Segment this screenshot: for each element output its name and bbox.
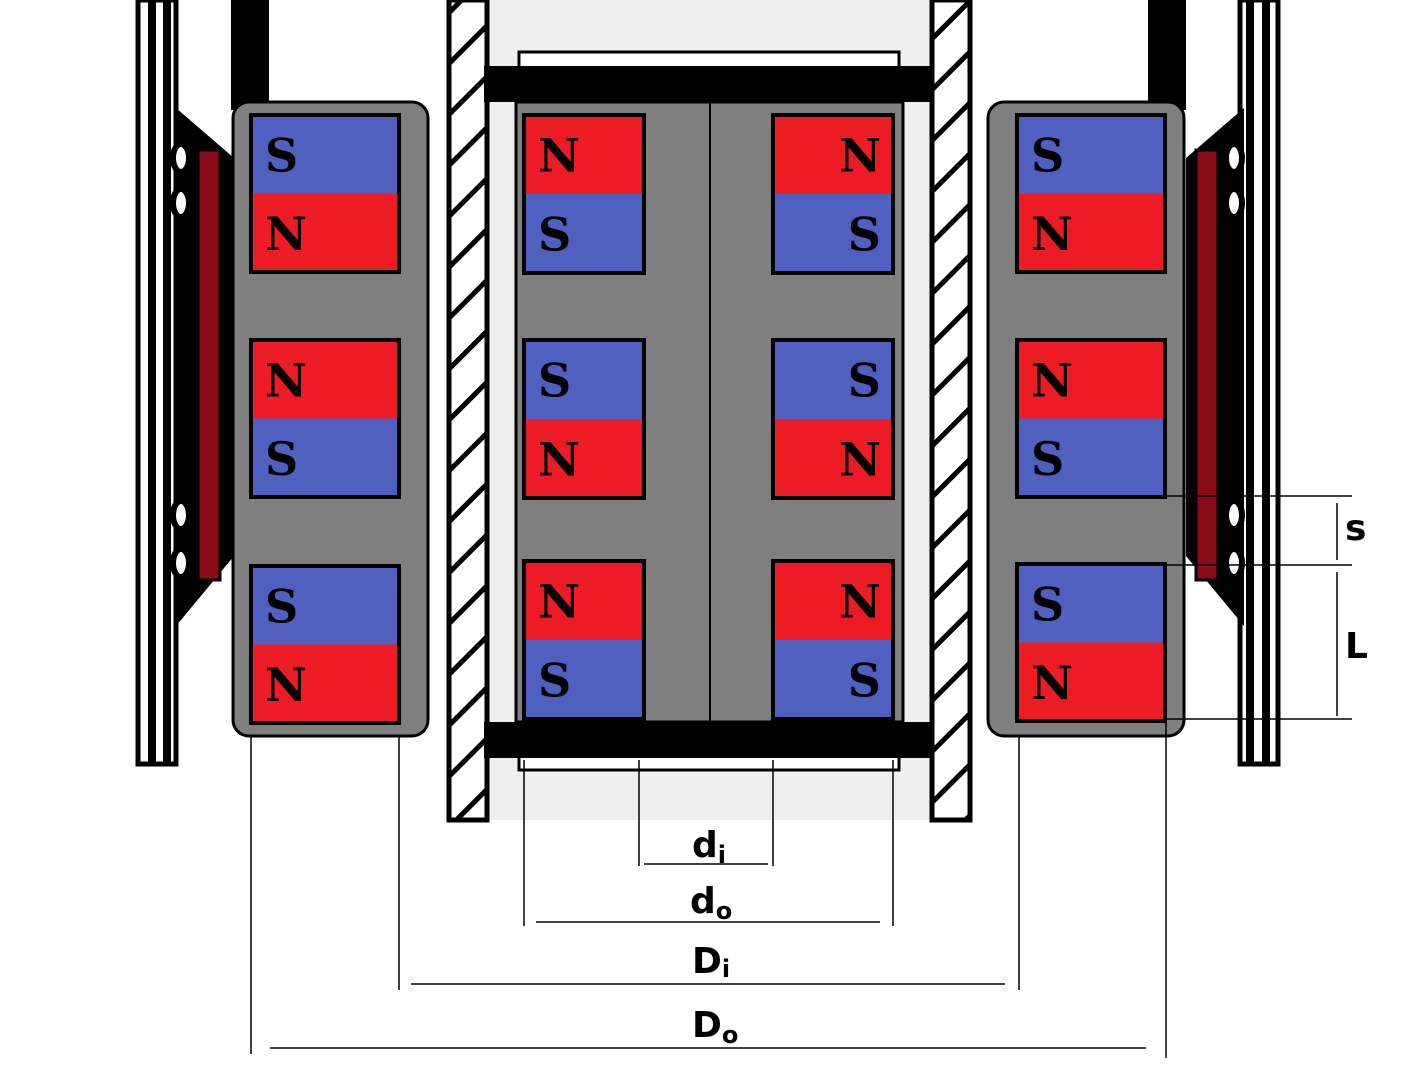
left-outer-magnet-1-north bbox=[251, 193, 399, 272]
inner-left-magnet-2-frame bbox=[522, 338, 646, 500]
inner-left-magnet-2-south bbox=[524, 340, 644, 419]
right-outer-magnet-3-north bbox=[1017, 642, 1165, 721]
left-hatched-wall bbox=[446, 0, 490, 823]
inner-left-magnet-1-north bbox=[524, 115, 644, 194]
right-coil bbox=[1194, 148, 1220, 582]
right-hatched-wall bbox=[929, 0, 973, 823]
left-outer-magnet-2-frame bbox=[249, 338, 401, 499]
pole-label: N bbox=[538, 129, 580, 183]
inner-right-magnet-3-frame bbox=[771, 559, 895, 721]
pole-label: N bbox=[839, 129, 881, 183]
right-outer-magnet-3-frame bbox=[1015, 562, 1167, 723]
inner-right-magnet-2-south bbox=[773, 340, 893, 419]
pole-label: S bbox=[1031, 432, 1064, 486]
dim-label-length: L bbox=[1345, 626, 1368, 667]
left-outer-magnet-3-frame bbox=[249, 564, 401, 725]
right-outer-magnet-2-south bbox=[1017, 418, 1165, 497]
left-outer-magnet-3-south bbox=[251, 566, 399, 645]
inner-right-magnet-1-frame bbox=[771, 113, 895, 275]
pole-label: S bbox=[538, 654, 571, 708]
inner-right-magnet-1-north bbox=[773, 115, 893, 194]
top-end-plate bbox=[484, 66, 934, 102]
pole-label: N bbox=[1031, 207, 1073, 261]
dim-label-spacing: s bbox=[1345, 508, 1366, 549]
pole-label: S bbox=[848, 208, 881, 262]
right-outer-wall bbox=[1237, 0, 1281, 767]
inner-right-magnet-1-south bbox=[773, 194, 893, 273]
inner-left-magnet-3-frame bbox=[522, 559, 646, 721]
dim-label-d-outer: do bbox=[690, 881, 732, 925]
pole-label: S bbox=[538, 354, 571, 408]
left-outer-wall-line-1 bbox=[148, 0, 156, 764]
dim-label-D-inner: Di bbox=[692, 941, 730, 983]
right-outer-magnet-1-frame bbox=[1015, 113, 1167, 274]
pole-label: S bbox=[1031, 577, 1064, 631]
pole-label: N bbox=[538, 433, 580, 487]
bottom-end-plate bbox=[484, 722, 934, 758]
right-outer-wall-line-2 bbox=[1262, 0, 1270, 764]
right-outer-magnet-1-north bbox=[1017, 193, 1165, 272]
pole-label: S bbox=[848, 654, 881, 708]
pole-label: S bbox=[265, 432, 298, 486]
dim-label-d-inner: di bbox=[692, 825, 726, 869]
inner-right-magnet-3-south bbox=[773, 640, 893, 719]
right-outer-magnet-3-south bbox=[1017, 564, 1165, 643]
inner-right-magnet-2-frame bbox=[771, 338, 895, 500]
inner-left-magnet-1-south bbox=[524, 194, 644, 273]
inner-left-magnet-3-north bbox=[524, 561, 644, 640]
left-outer-housing bbox=[135, 0, 269, 767]
right-outer-wall-line-1 bbox=[1246, 0, 1254, 764]
pole-label: S bbox=[538, 208, 571, 262]
bearing-ring-icon bbox=[1223, 141, 1245, 580]
pole-label: N bbox=[839, 575, 881, 629]
inner-left-magnet-3-south bbox=[524, 640, 644, 719]
pole-label: N bbox=[839, 433, 881, 487]
left-outer-magnet-1-frame bbox=[249, 113, 401, 274]
left-outer-magnet-3-north bbox=[251, 644, 399, 723]
left-outer-magnet-1-south bbox=[251, 115, 399, 194]
right-outer-magnet-2-north bbox=[1017, 340, 1165, 419]
pole-label: N bbox=[538, 575, 580, 629]
right-outer-magnet-1-south bbox=[1017, 115, 1165, 194]
pole-label: S bbox=[265, 128, 298, 182]
dim-label-D-outer: Do bbox=[692, 1005, 738, 1049]
bearing-ring-icon bbox=[170, 141, 192, 580]
inner-right-magnet-3-north bbox=[773, 561, 893, 640]
left-outer-magnet-2-north bbox=[251, 340, 399, 419]
left-outer-wall-line-2 bbox=[163, 0, 171, 764]
right-shaft-top bbox=[1148, 0, 1186, 110]
left-coil bbox=[196, 148, 222, 582]
pole-label: S bbox=[1031, 128, 1064, 182]
pole-label: N bbox=[265, 353, 307, 407]
right-outer-magnet-2-frame bbox=[1015, 338, 1167, 499]
dimension-lines bbox=[250, 495, 1352, 1058]
pole-label: N bbox=[265, 658, 307, 712]
pole-label: N bbox=[1031, 353, 1073, 407]
inner-left-magnet-2-north bbox=[524, 419, 644, 498]
left-shaft-top bbox=[231, 0, 269, 110]
pole-label: S bbox=[265, 579, 298, 633]
pole-label: S bbox=[848, 354, 881, 408]
pole-label: N bbox=[265, 207, 307, 261]
inner-right-magnet-2-north bbox=[773, 419, 893, 498]
left-outer-magnet-2-south bbox=[251, 418, 399, 497]
inner-left-magnet-1-frame bbox=[522, 113, 646, 275]
pole-label: N bbox=[1031, 656, 1073, 710]
